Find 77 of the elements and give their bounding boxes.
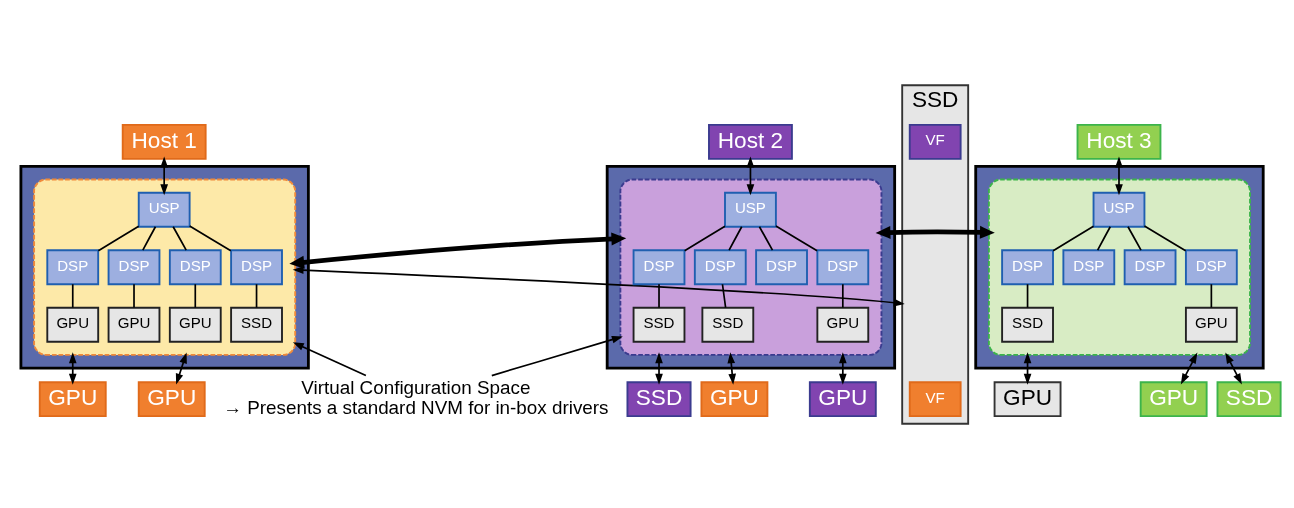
node-box: VF bbox=[908, 380, 962, 417]
connector bbox=[658, 282, 660, 308]
connector bbox=[172, 225, 188, 251]
arrow bbox=[839, 351, 847, 385]
connector bbox=[1127, 225, 1142, 251]
node-box: DSP bbox=[107, 248, 161, 285]
node-box: GPU bbox=[993, 380, 1062, 417]
node-box: DSP bbox=[1062, 248, 1116, 285]
cluster bbox=[987, 178, 1251, 356]
arrow bbox=[160, 156, 168, 195]
connector bbox=[1026, 282, 1029, 308]
node-box: GPU bbox=[700, 380, 769, 417]
node-box: SSD bbox=[1216, 380, 1282, 417]
node-box: GPU bbox=[38, 380, 107, 417]
node-box: DSP bbox=[46, 248, 100, 285]
arrow bbox=[292, 341, 367, 376]
node-box: DSP bbox=[230, 248, 283, 285]
arrow bbox=[490, 335, 623, 376]
arrow bbox=[746, 156, 755, 195]
node-box: Host 2 bbox=[708, 123, 793, 160]
node-box: SSD bbox=[230, 306, 283, 343]
arrow bbox=[1180, 352, 1198, 384]
connector bbox=[1143, 224, 1187, 252]
connector bbox=[775, 224, 818, 252]
node-box: DSP bbox=[816, 248, 870, 285]
connector bbox=[758, 225, 774, 251]
connector bbox=[194, 282, 197, 308]
arrow bbox=[727, 351, 736, 385]
cluster bbox=[619, 178, 883, 356]
node-box: Host 3 bbox=[1076, 123, 1162, 160]
node-text: Virtual Configuration Space → Presents a standard NVM for in-box drivers bbox=[223, 376, 609, 418]
node-box: Host 1 bbox=[121, 123, 207, 160]
connector bbox=[142, 225, 157, 251]
arrow bbox=[875, 225, 995, 239]
connector bbox=[97, 224, 140, 252]
node-box: GPU bbox=[107, 306, 161, 343]
arrow bbox=[175, 351, 187, 385]
arrow bbox=[1225, 352, 1242, 384]
node-box: GPU bbox=[137, 380, 206, 417]
connector bbox=[1096, 225, 1112, 251]
node-box: DSP bbox=[168, 248, 222, 285]
node-box: DSP bbox=[693, 248, 747, 285]
connector bbox=[255, 282, 258, 308]
node-box: USP bbox=[724, 191, 777, 228]
arrow bbox=[289, 232, 627, 269]
connector bbox=[133, 282, 135, 308]
connector bbox=[1210, 282, 1213, 308]
node-box: GPU bbox=[1184, 306, 1238, 343]
arrow bbox=[1115, 156, 1123, 195]
node-box: GPU bbox=[816, 306, 870, 343]
node-box: GPU bbox=[46, 306, 100, 343]
connector bbox=[683, 224, 726, 252]
node-box: DSP bbox=[632, 248, 686, 285]
connector bbox=[728, 225, 743, 251]
node-box: VF bbox=[908, 123, 962, 160]
connector bbox=[188, 224, 232, 252]
node-box: SSD bbox=[626, 380, 692, 417]
node-box: DSP bbox=[1123, 248, 1177, 285]
arrow bbox=[292, 265, 905, 306]
node-box: SSD bbox=[632, 306, 686, 343]
node-box: SSD bbox=[1001, 306, 1054, 343]
node-box: DSP bbox=[1184, 248, 1238, 285]
connector bbox=[841, 282, 844, 308]
arrow bbox=[655, 351, 663, 385]
connector bbox=[1052, 224, 1095, 252]
arrow bbox=[68, 351, 77, 385]
node-box: DSP bbox=[1001, 248, 1054, 285]
connector bbox=[71, 282, 74, 308]
node-box: USP bbox=[137, 191, 191, 228]
node-box: GPU bbox=[808, 380, 877, 417]
node-box: USP bbox=[1092, 191, 1146, 228]
node-box: GPU bbox=[168, 306, 222, 343]
node-box: DSP bbox=[755, 248, 808, 285]
connector bbox=[721, 282, 727, 308]
node-box: GPU bbox=[1139, 380, 1208, 417]
cluster bbox=[33, 178, 297, 356]
node-box: SSD bbox=[701, 306, 755, 343]
